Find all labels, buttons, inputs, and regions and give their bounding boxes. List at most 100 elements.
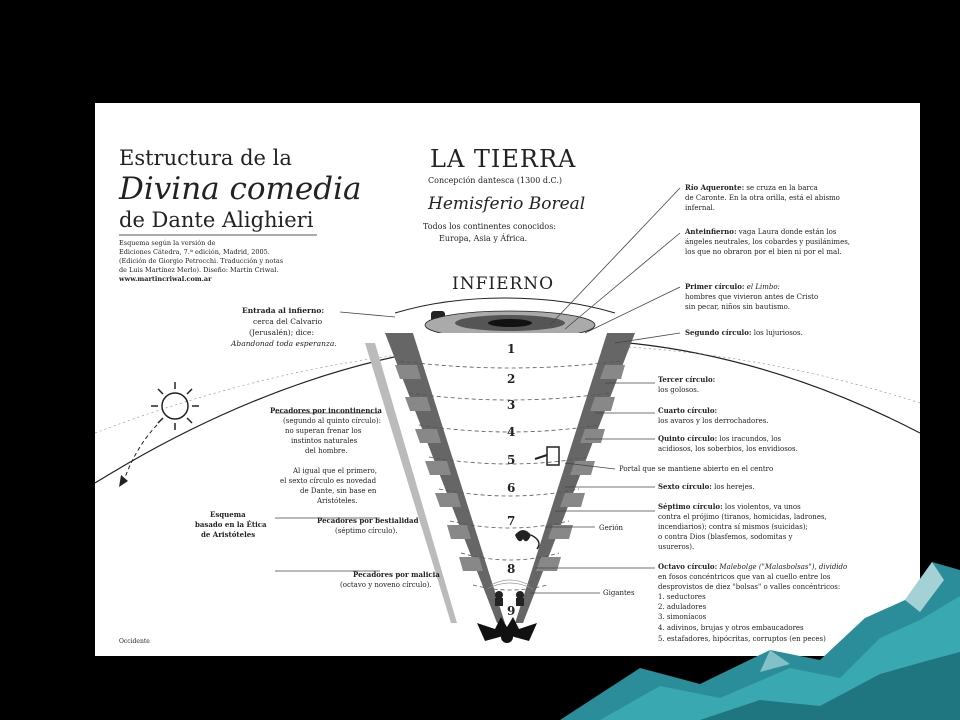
svg-text:infernal.: infernal. — [685, 204, 715, 212]
credits-line: www.martincriwal.com.ar — [118, 275, 212, 283]
svg-text:Tercer círculo:: Tercer círculo: — [658, 375, 715, 384]
svg-text:o contra Dios (blasfemos, sodo: o contra Dios (blasfemos, sodomitas y — [658, 533, 793, 541]
corner-left-label: Occidente — [119, 638, 150, 645]
note-tercer-circulo: Tercer círculo: los golosos. — [658, 375, 715, 394]
center-title: LA TIERRA — [430, 145, 576, 173]
sun-path-arrow — [122, 424, 158, 484]
gerion-label: Gerión — [599, 524, 624, 532]
circle-number: 1 — [507, 342, 515, 356]
entrance-line3: (Jerusalén); dice: — [249, 328, 314, 337]
circle-separators — [399, 360, 621, 591]
svg-text:usureros).: usureros). — [658, 543, 694, 551]
svg-text:1. seductores: 1. seductores — [658, 593, 706, 601]
continents-line1: Todos los continentes conocidos: — [423, 222, 556, 231]
portal-note: Portal que se mantiene abierto en el cen… — [619, 465, 773, 473]
svg-text:en fosos concéntricos que van: en fosos concéntricos que van al cuello … — [658, 573, 831, 581]
gerion-figure-icon — [515, 530, 540, 550]
corner-right-label: Río Leteo — [860, 638, 889, 645]
credits-line: (Edición de Giorgio Petrocchi. Traducció… — [119, 257, 283, 265]
svg-text:el sexto círculo es novedad: el sexto círculo es novedad — [280, 477, 377, 485]
credits-line: de Luis Martínez Merlo). Diseño: Martín … — [119, 266, 278, 274]
hemisphere-label: Hemisferio Boreal — [427, 194, 585, 214]
note-anteinfierno: Anteinfierno: vaga Laura donde están los… — [684, 227, 850, 256]
svg-text:instintos naturales: instintos naturales — [291, 437, 358, 445]
dante-inferno-poster: Estructura de la Divina comedia de Dante… — [95, 103, 920, 656]
gigantes-label: Gigantes — [603, 589, 635, 597]
svg-text:Segundo círculo: los lujurioso: Segundo círculo: los lujuriosos. — [685, 328, 803, 337]
svg-text:Quinto círculo: los iracundos,: Quinto círculo: los iracundos, los — [658, 434, 782, 443]
svg-text:de Caronte. En la otra orilla,: de Caronte. En la otra orilla, está el a… — [685, 194, 840, 202]
note-septimo-circulo: Séptimo círculo: los violentos, va unos … — [658, 502, 827, 551]
svg-text:4. adivinos, brujas y otros em: 4. adivinos, brujas y otros embaucadores — [658, 624, 804, 632]
svg-text:Esquema: Esquema — [210, 510, 246, 519]
infierno-label: INFIERNO — [452, 274, 554, 294]
svg-text:Anteinfierno: vaga Laura donde: Anteinfierno: vaga Laura donde están los — [684, 227, 837, 236]
circle-number: 5 — [507, 453, 515, 467]
note-sexto-novedad: Al igual que el primero, el sexto círcul… — [280, 467, 377, 505]
circle-number: 4 — [507, 425, 515, 439]
circle-number: 8 — [507, 562, 515, 576]
note-etica-aristoteles: Esquema basado en la Ética de Aristótele… — [195, 510, 267, 539]
circle-number: 9 — [507, 604, 515, 618]
svg-text:Aristóteles.: Aristóteles. — [316, 497, 357, 505]
inferno-funnel-interior — [413, 333, 607, 623]
svg-text:sin pecar, niños sin bautismo.: sin pecar, niños sin bautismo. — [685, 303, 790, 311]
svg-text:Pecadores por malicia: Pecadores por malicia — [353, 570, 440, 579]
svg-text:de Dante, sin base en: de Dante, sin base en — [300, 487, 377, 495]
svg-text:Pecadores por incontinencia: Pecadores por incontinencia — [270, 406, 382, 415]
entrance-line2: cerca del Calvario — [253, 317, 323, 326]
entrance-label: Entrada al infierno: — [242, 306, 324, 315]
svg-text:los golosos.: los golosos. — [658, 386, 699, 394]
svg-text:contra el prójimo (tiranos, ho: contra el prójimo (tiranos, homicidas, l… — [658, 513, 827, 521]
left-bracket — [275, 412, 380, 572]
svg-text:los avaros y los derrochadores: los avaros y los derrochadores. — [658, 417, 769, 425]
circle-number: 6 — [507, 481, 515, 495]
title-line3: de Dante Alighieri — [119, 208, 314, 232]
svg-text:desprovistos de diez "bolsas": desprovistos de diez "bolsas" o valles c… — [658, 583, 840, 591]
giants-icon — [495, 591, 524, 606]
svg-text:ángeles neutrales, los cobarde: ángeles neutrales, los cobardes y pusilá… — [685, 238, 850, 246]
svg-text:Pecadores por bestialidad: Pecadores por bestialidad — [317, 516, 419, 525]
svg-text:Sexto círculo: los herejes.: Sexto círculo: los herejes. — [658, 482, 755, 491]
circle-number: 3 — [507, 398, 515, 412]
note-segundo-circulo: Segundo círculo: los lujuriosos. — [685, 328, 803, 337]
sun-icon — [151, 382, 199, 430]
svg-text:(octavo y noveno círculo).: (octavo y noveno círculo). — [340, 581, 432, 589]
svg-text:(séptimo círculo).: (séptimo círculo). — [335, 527, 397, 535]
circle-number: 7 — [507, 514, 515, 528]
svg-text:Séptimo círculo: los violentos: Séptimo círculo: los violentos, va unos — [658, 502, 801, 511]
earth-hemisphere-inner — [95, 344, 920, 434]
giants-glow — [486, 579, 534, 590]
note-quinto-circulo: Quinto círculo: los iracundos, los acidi… — [658, 434, 798, 453]
svg-text:del hombre.: del hombre. — [305, 447, 348, 455]
svg-text:Primer círculo: el Limbo:: Primer círculo: el Limbo: — [685, 282, 780, 291]
note-rio-aqueronte: Río Aqueronte: se cruza en la barca de C… — [685, 183, 840, 212]
note-bestialidad: Pecadores por bestialidad (séptimo círcu… — [317, 516, 419, 535]
svg-text:basado en la Ética: basado en la Ética — [195, 520, 267, 529]
note-primer-circulo: Primer círculo: el Limbo: hombres que vi… — [685, 282, 818, 311]
title-line1: Estructura de la — [119, 146, 292, 170]
svg-text:(segundo al quinto círculo):: (segundo al quinto círculo): — [283, 417, 381, 425]
left-light-bar — [365, 343, 457, 623]
note-incontinencia: Pecadores por incontinencia (segundo al … — [270, 406, 382, 455]
svg-text:incendiarios); contra sí mismo: incendiarios); contra sí mismos (suicida… — [658, 523, 808, 531]
credits-line: Ediciones Cátedra, 7.ª edición, Madrid, … — [119, 248, 270, 256]
svg-text:Al igual que el primero,: Al igual que el primero, — [292, 467, 377, 475]
continents-line2: Europa, Asia y África. — [439, 234, 527, 243]
note-malicia: Pecadores por malicia (octavo y noveno c… — [340, 570, 440, 589]
svg-text:3. simoníacos: 3. simoníacos — [658, 613, 707, 621]
center-subtitle: Concepción dantesca (1300 d.C.) — [428, 176, 562, 185]
svg-text:no superan frenar los: no superan frenar los — [285, 427, 362, 435]
svg-text:hombres que vivieron antes de: hombres que vivieron antes de Cristo — [685, 293, 818, 301]
inferno-diagram: Estructura de la Divina comedia de Dante… — [95, 145, 920, 645]
svg-text:5. estafadores, hipócritas, co: 5. estafadores, hipócritas, corruptos (e… — [658, 635, 826, 643]
note-cuarto-circulo: Cuarto círculo: los avaros y los derroch… — [658, 406, 769, 425]
funnel-terraces — [395, 365, 625, 571]
svg-text:los que no obraron por el bien: los que no obraron por el bien ni por el… — [685, 248, 842, 256]
svg-text:Cuarto círculo:: Cuarto círculo: — [658, 406, 717, 415]
entrance-line4: Abandonad toda esperanza. — [230, 339, 337, 348]
note-octavo-circulo: Octavo círculo: Malebolge ("Malasbolsas"… — [658, 562, 847, 643]
svg-text:Octavo círculo: Malebolge ("Ma: Octavo círculo: Malebolge ("Malasbolsas"… — [658, 562, 847, 571]
portal-icon — [534, 446, 560, 466]
